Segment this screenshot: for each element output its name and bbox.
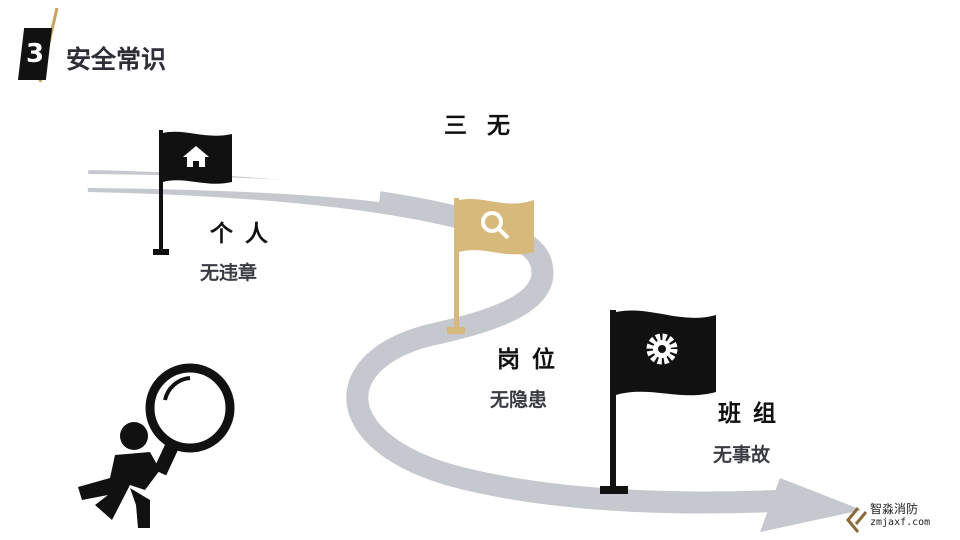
page-title: 安全常识	[66, 45, 167, 74]
road-taper	[87, 174, 381, 202]
watermark-url: zmjaxf.com	[870, 517, 931, 528]
road-path	[87, 170, 801, 514]
step-2-subtitle: 无隐患	[490, 389, 548, 411]
gear-icon	[646, 333, 678, 365]
road-arrow-head	[760, 478, 862, 532]
flag-post	[447, 198, 534, 334]
watermark-name: 智淼消防	[870, 502, 919, 516]
step-3-subtitle: 无事故	[713, 444, 771, 466]
step-2-title: 岗 位	[497, 347, 558, 373]
flag-personal	[153, 130, 232, 255]
step-1-title: 个 人	[210, 221, 271, 247]
search-icon	[481, 211, 510, 240]
main-title: 三 无	[444, 113, 517, 139]
watermark-logo	[846, 507, 868, 533]
flag-team	[600, 310, 716, 494]
person-magnifier-illustration	[78, 363, 235, 528]
watermark: 智淼消防 zmjaxf.com	[870, 503, 930, 529]
section-number: 3	[18, 28, 52, 80]
home-icon	[183, 146, 209, 167]
step-1-subtitle: 无违章	[200, 262, 258, 284]
step-3-title: 班 组	[718, 401, 779, 427]
